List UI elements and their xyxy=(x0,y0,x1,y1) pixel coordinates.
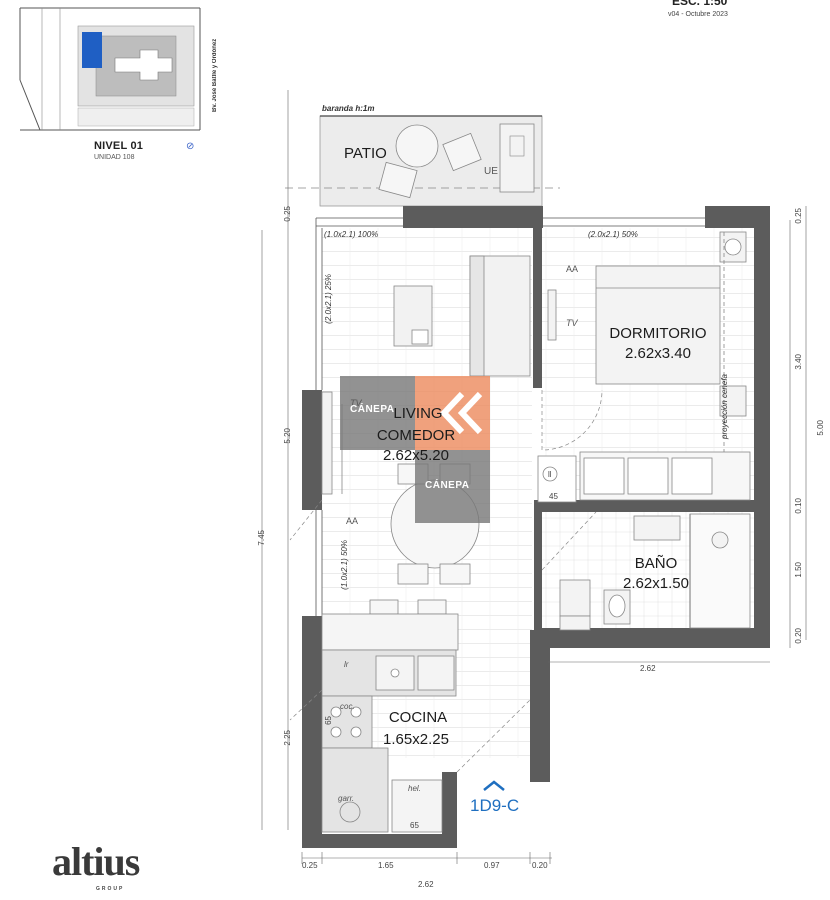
brand-logo: altius xyxy=(52,839,140,884)
dim-65-cooktop: 65 xyxy=(324,716,333,725)
dormitorio-label: DORMITORIO xyxy=(609,325,707,342)
scale-label: ESC. 1:50 xyxy=(672,0,728,8)
tv-living-label: TV xyxy=(350,398,362,408)
bano-size: 2.62x1.50 xyxy=(623,575,689,592)
dim-left-225: 2.25 xyxy=(283,730,292,746)
watermark-text-2: CÁNEPA xyxy=(425,480,470,491)
living-label-2: COMEDOR xyxy=(376,427,456,444)
compass-icon: ⊘ xyxy=(186,141,195,152)
dim-bottom-020: 0.20 xyxy=(532,861,548,870)
ue-label: UE xyxy=(484,166,498,177)
door-swings xyxy=(289,389,603,773)
coc-label: coc. xyxy=(340,702,355,711)
level-label: NIVEL 01 xyxy=(94,140,144,152)
dim-bottom-097: 0.97 xyxy=(484,861,500,870)
window-note-left: (2.0x2.1) 25% xyxy=(324,274,333,324)
unit-label: UNIDAD 108 xyxy=(94,154,135,161)
walls xyxy=(302,206,770,848)
dim-bottom-165: 1.65 xyxy=(378,861,394,870)
cocina-size: 1.65x2.25 xyxy=(383,731,449,748)
dim-left-025: 0.25 xyxy=(283,206,292,222)
dim-right-150: 1.50 xyxy=(794,562,803,578)
cocina-label: COCINA xyxy=(388,709,448,726)
unit-code: 1D9-C xyxy=(470,796,520,815)
dim-bottom-total: 2.62 xyxy=(418,880,434,889)
dim-45: 45 xyxy=(549,492,558,501)
dim-left-520: 5.20 xyxy=(283,428,292,444)
baranda-note: baranda h:1m xyxy=(322,104,375,113)
wall-lines xyxy=(315,217,705,616)
dim-right-010: 0.10 xyxy=(794,498,803,514)
door-note-top-right: (2.0x2.1) 50% xyxy=(588,230,638,239)
kitchen-furniture xyxy=(321,649,457,833)
dim-left-745: 7.45 xyxy=(257,530,266,546)
dim-right-340: 3.40 xyxy=(794,354,803,370)
dim-bath-width: 2.62 xyxy=(640,664,656,673)
version-label: v04 - Octubre 2023 xyxy=(668,11,728,18)
watermark-text-1: CÁNEPA xyxy=(350,404,395,415)
bedroom-furniture xyxy=(537,231,751,503)
bano-label: BAÑO xyxy=(634,555,678,572)
key-plan xyxy=(19,7,201,131)
dim-right-500: 5.00 xyxy=(816,420,825,436)
bath-furniture xyxy=(559,513,751,631)
dim-right-025: 0.25 xyxy=(794,208,803,224)
door-note-top-left: (1.0x2.1) 100% xyxy=(324,230,379,239)
watermark-logo xyxy=(340,376,490,523)
brand-logo-sub: GROUP xyxy=(96,886,125,892)
aa-dorm-label: AA xyxy=(566,264,579,274)
dormitorio-size: 2.62x3.40 xyxy=(625,345,691,362)
ll-label: ll xyxy=(548,470,552,479)
dim-bottom-025: 0.25 xyxy=(302,861,318,870)
entrance-marker-icon xyxy=(483,780,505,791)
street-name: Bv. José Batlle y Ordóñez xyxy=(212,38,218,112)
living-label-1: LIVING xyxy=(393,405,443,422)
living-size: 2.62x5.20 xyxy=(383,447,449,464)
dim-right-020: 0.20 xyxy=(794,628,803,644)
tv-dorm-label: TV xyxy=(566,318,578,328)
hel-label: hel. xyxy=(408,784,421,793)
dimension-lines xyxy=(261,90,807,864)
patio-area xyxy=(285,115,560,207)
dim-65-fridge: 65 xyxy=(410,821,419,830)
garr-label: garr. xyxy=(338,794,355,803)
lr-label: lr xyxy=(344,660,349,669)
proyeccion-note: proyección cenefa xyxy=(720,374,729,439)
aa-living-label: AA xyxy=(346,516,359,526)
patio-label: PATIO xyxy=(344,145,387,162)
window-note-lower: (1.0x2.1) 50% xyxy=(340,540,349,590)
